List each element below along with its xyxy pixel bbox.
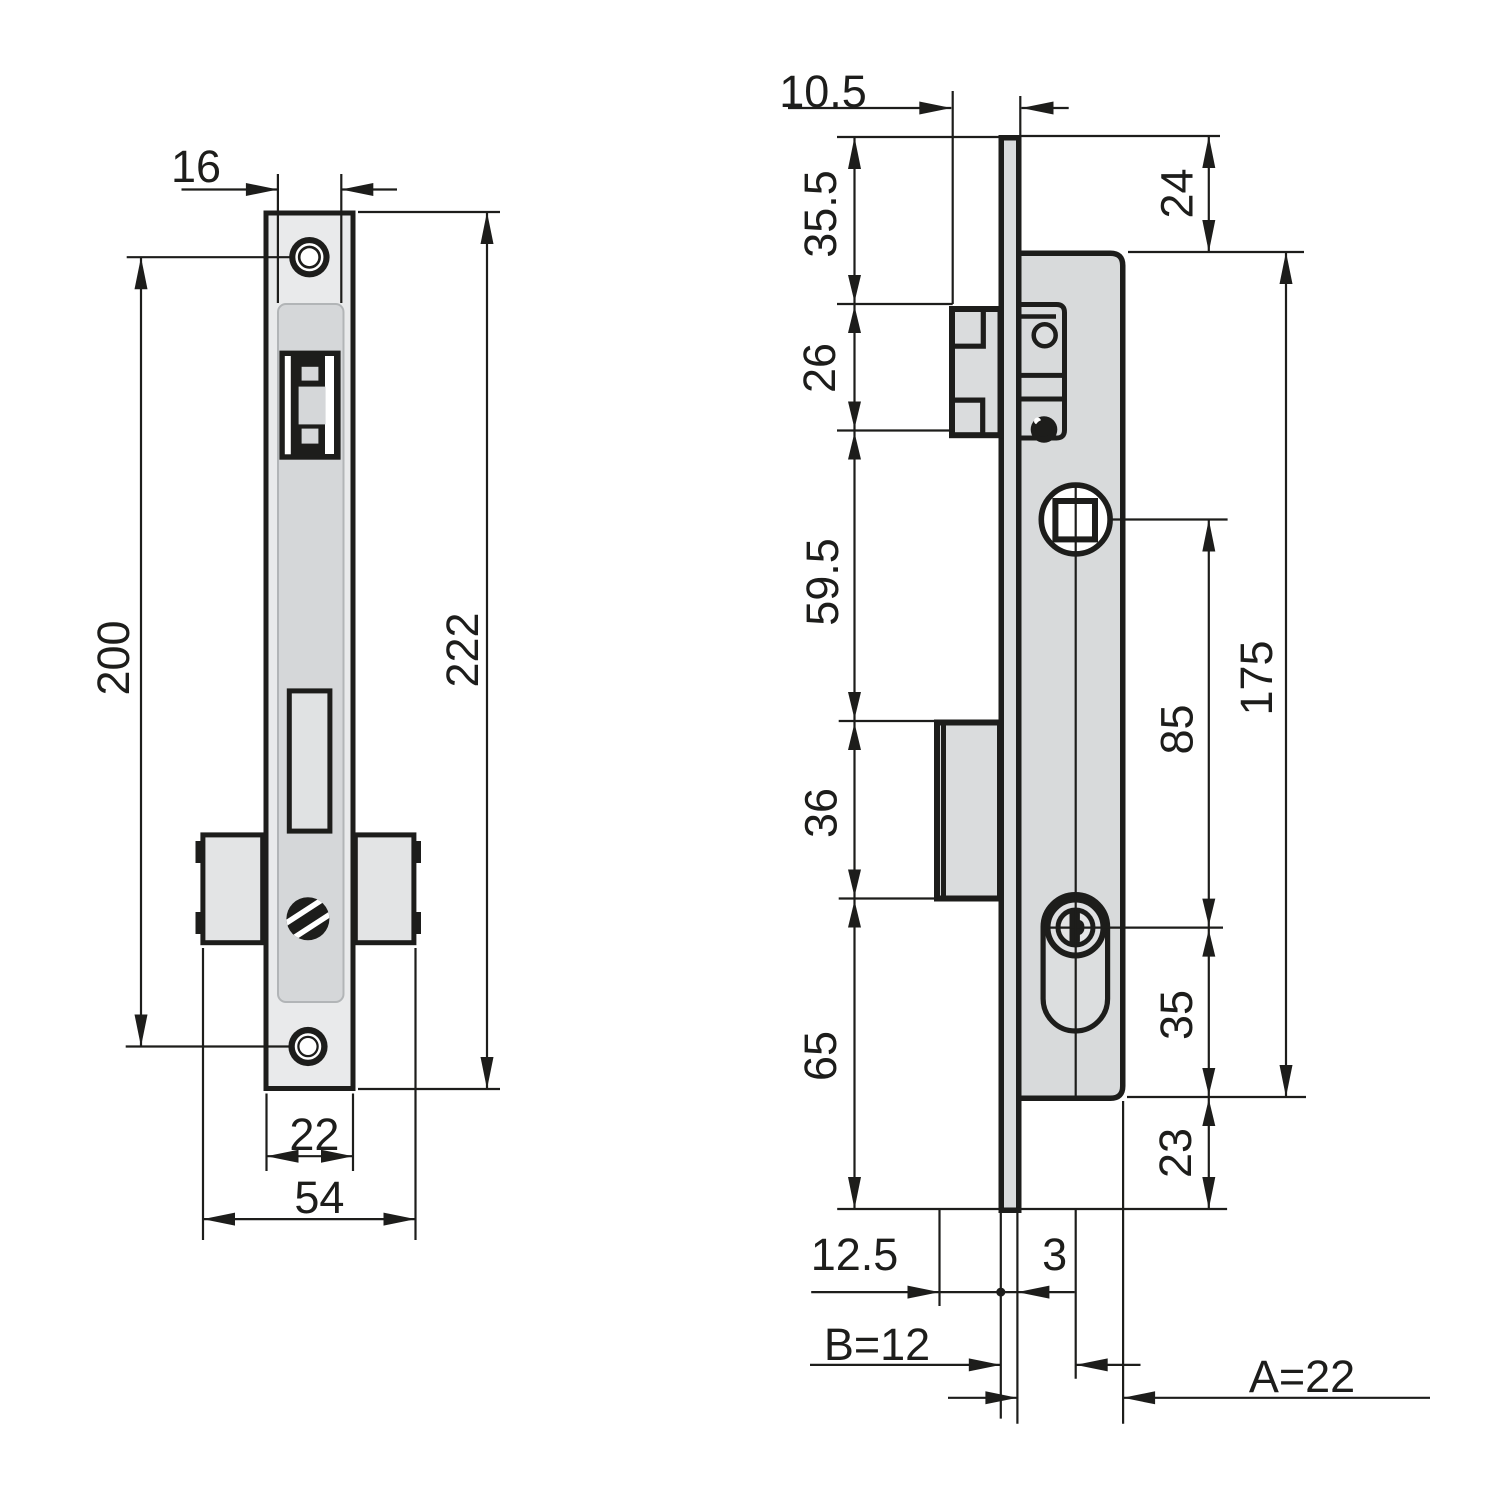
svg-text:35.5: 35.5 bbox=[795, 170, 846, 258]
svg-text:222: 222 bbox=[437, 612, 488, 687]
svg-text:3: 3 bbox=[1042, 1229, 1067, 1280]
svg-text:24: 24 bbox=[1152, 168, 1203, 218]
svg-text:85: 85 bbox=[1152, 704, 1203, 754]
svg-text:200: 200 bbox=[88, 620, 139, 695]
svg-text:59.5: 59.5 bbox=[797, 538, 848, 626]
svg-text:22: 22 bbox=[289, 1109, 339, 1160]
svg-text:35: 35 bbox=[1151, 990, 1202, 1040]
svg-text:36: 36 bbox=[795, 788, 846, 838]
svg-text:12.5: 12.5 bbox=[811, 1229, 899, 1280]
svg-text:16: 16 bbox=[171, 141, 221, 192]
svg-text:65: 65 bbox=[795, 1031, 846, 1081]
svg-text:175: 175 bbox=[1231, 640, 1282, 715]
svg-text:54: 54 bbox=[294, 1172, 344, 1223]
svg-text:26: 26 bbox=[794, 343, 845, 393]
svg-text:A=22: A=22 bbox=[1249, 1351, 1355, 1402]
svg-text:10.5: 10.5 bbox=[779, 66, 867, 117]
svg-text:23: 23 bbox=[1150, 1128, 1201, 1178]
svg-text:B=12: B=12 bbox=[824, 1319, 930, 1370]
